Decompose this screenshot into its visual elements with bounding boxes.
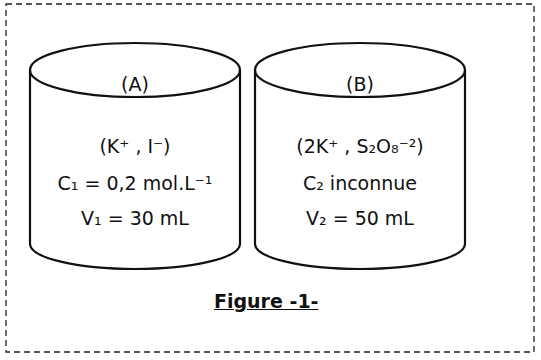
- beaker-label: (A): [121, 74, 149, 96]
- dashed-border: [6, 4, 534, 352]
- beaker-cylinder: (B) (2K⁺ , S₂O₈⁻²) C₂ inconnue V₂ = 50 mL: [253, 40, 467, 275]
- cylinder-top: [30, 43, 240, 97]
- cylinder-top: [255, 43, 465, 97]
- beaker-cylinder: (A) (K⁺ , I⁻) C₁ = 0,2 mol.L⁻¹ V₁ = 30 mL: [28, 40, 242, 275]
- figure-caption: Figure -1-: [214, 290, 318, 312]
- solution-info: (K⁺ , I⁻): [99, 136, 170, 158]
- solution-info: (2K⁺ , S₂O₈⁻²): [296, 136, 423, 158]
- solution-info: V₁ = 30 mL: [81, 208, 189, 230]
- cylinder-body: [255, 70, 465, 269]
- solution-info: C₁ = 0,2 mol.L⁻¹: [58, 173, 213, 195]
- solution-info: V₂ = 50 mL: [306, 208, 414, 230]
- beaker-label: (B): [346, 74, 374, 96]
- cylinder-body: [30, 70, 240, 269]
- solution-info: C₂ inconnue: [303, 173, 417, 195]
